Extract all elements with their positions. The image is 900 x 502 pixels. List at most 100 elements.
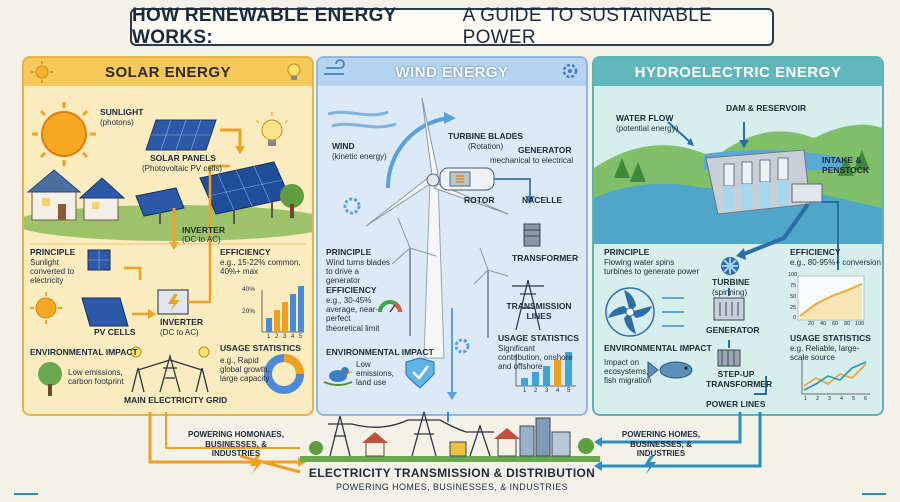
hydro-use-x: 2 — [816, 396, 820, 402]
solar-cell-icon — [87, 249, 111, 271]
hydro-use-x: 3 — [828, 396, 832, 402]
solar-efficiency-chart — [261, 286, 304, 333]
wind-transformer-label: TRANSFORMER — [512, 253, 579, 263]
hydro-use-x: 4 — [840, 396, 844, 402]
shield-check-icon — [405, 357, 435, 389]
solar-inverter-label: INVERTER — [160, 317, 203, 327]
solar-chart-tick: 20% — [242, 308, 256, 315]
sun-small-icon — [30, 292, 62, 324]
solar-principle-text: Sunlight converted to electricity — [30, 258, 75, 286]
hydro-dam-label: DAM & RESERVOIR — [726, 103, 807, 113]
solar-chart-x: 2 — [275, 334, 279, 340]
wind-heading: WIND ENERGY — [318, 58, 586, 86]
solar-sunlight-label: SUNLIGHT — [100, 107, 144, 117]
tree-icon — [38, 362, 62, 396]
title-rest: A GUIDE TO SUSTAINABLE POWER — [462, 5, 713, 48]
wind-chart-x: 5 — [567, 388, 571, 394]
power-pylon-icon — [131, 353, 209, 393]
generator-icon — [713, 297, 745, 321]
wind-gust-icon — [324, 59, 345, 75]
hydro-powerlines-label: POWER LINES — [706, 399, 766, 409]
hydro-intake-label: INTAKE & PENSTOCK — [822, 155, 870, 175]
solar-inverter-top-sub: (DC to AC) — [182, 235, 221, 244]
hydro-use-x: 1 — [804, 396, 808, 402]
hydro-principle-text: Flowing water spins turbines to generate… — [604, 258, 700, 277]
solar-efficiency-text: e.g., 15-22% common, 40%+ max — [220, 258, 301, 277]
wind-sub: (kinetic energy) — [332, 152, 387, 161]
hydro-eff-x: 80 — [844, 321, 851, 327]
solar-chart-tick: 40% — [242, 286, 256, 293]
solar-principle-label: PRINCIPLE — [30, 247, 76, 257]
hydro-use-x: 6 — [864, 396, 868, 402]
powerhouse-building — [791, 183, 823, 203]
transformer-icon — [523, 223, 541, 247]
water-turbine-fan — [605, 287, 655, 337]
wind-env-text: Low emissions, land use — [356, 360, 394, 388]
hydro-eff-tick: 25 — [790, 305, 797, 311]
hydro-use-x: 5 — [852, 396, 856, 402]
background-turbines — [391, 217, 509, 338]
hydro-turbine-sub: (spinning) — [712, 288, 748, 297]
solar-panels-sub: (Photovoltaic PV cells) — [142, 164, 223, 173]
distribution-title: ELECTRICITY TRANSMISSION & DISTRIBUTION — [308, 466, 596, 480]
hydro-turbine-label: TURBINE — [712, 277, 750, 287]
hydro-generator-label: GENERATOR — [706, 325, 760, 335]
wind-efficiency-text: e.g., 30-45% average, near-perfect theor… — [326, 296, 380, 333]
solar-chart-x: 4 — [291, 334, 295, 340]
wind-usage-chart — [515, 352, 576, 387]
wind-generator-sub: mechanical to electrical — [490, 156, 574, 165]
wind-chart-x: 3 — [545, 388, 549, 394]
solar-pv-cells-label: PV CELLS — [94, 327, 136, 337]
hydro-efficiency-text: e.g., 80-95%+ conversion — [790, 258, 881, 267]
hydro-illustration — [594, 121, 882, 395]
hydro-usage-label: USAGE STATISTICS — [790, 333, 871, 343]
wind-blades-label: TURBINE BLADES — [448, 131, 524, 141]
wind-nacelle-label: NACELLE — [522, 195, 563, 205]
city-buildings — [494, 417, 571, 457]
hydro-eff-tick: 75 — [790, 283, 797, 289]
hydro-eff-x: 100 — [855, 321, 865, 327]
solar-chart-x: 3 — [283, 334, 287, 340]
big-sun-icon — [32, 102, 96, 166]
glowing-bulb-icon — [255, 112, 289, 146]
lightbulb-icon — [287, 63, 301, 80]
efficiency-gauge — [378, 300, 402, 313]
page-title: HOW RENEWABLE ENERGY WORKS: A GUIDE TO S… — [130, 5, 774, 48]
wind-env-label: ENVIRONMENTAL IMPACT — [326, 347, 434, 357]
solar-grid-label: MAIN ELECTRICITY GRID — [124, 395, 228, 405]
hydro-principle-label: PRINCIPLE — [604, 247, 650, 257]
solar-heading: SOLAR ENERGY — [24, 58, 312, 86]
generator-nacelle — [439, 167, 495, 191]
turbine-icon — [721, 257, 739, 275]
wind-usage-label: USAGE STATISTICS — [498, 333, 579, 343]
left-powering-label: POWERING HOMONAES, BUSINESSES, & INDUSTR… — [187, 430, 284, 459]
solar-env-text: Low emissions, carbon footprint — [68, 368, 124, 387]
wind-principle-text: Wind turns blades to drive a generator — [326, 258, 391, 286]
solar-inverter-top-label: INVERTER — [182, 225, 225, 235]
dam-illustration — [705, 149, 811, 215]
hydro-eff-x: 60 — [832, 321, 839, 327]
solar-usage-label: USAGE STATISTICS — [220, 343, 301, 353]
transmission-tower-icon — [512, 279, 544, 331]
trees-illustration — [614, 150, 870, 182]
title-bold: HOW RENEWABLE ENERGY WORKS: — [132, 5, 397, 48]
sun-icon — [31, 61, 53, 83]
solar-chart-x: 5 — [299, 334, 303, 340]
right-powering-label: POWERING HOMES, BUSINESSES, & INDUSTRIES — [621, 430, 701, 459]
solar-env-label: ENVIRONMENTAL IMPACT — [30, 347, 138, 357]
hydro-efficiency-chart — [797, 275, 865, 321]
house-illustration — [26, 169, 126, 221]
step-up-transformer-icon — [717, 349, 741, 367]
hydro-efficiency-label: EFFICIENCY — [790, 247, 841, 257]
pv-cell-illustration — [81, 297, 129, 327]
gear-icon — [454, 338, 470, 354]
wind-panel-section: WIND ENERGY — [316, 56, 588, 416]
hydro-env-text: Impact on ecosystems, fish migration — [604, 358, 652, 386]
hydro-env-label: ENVIRONMENTAL IMPACT — [604, 343, 712, 353]
battery-icon — [449, 441, 467, 457]
distribution-illustration — [14, 412, 886, 495]
hydro-panel-section: HYDROELECTRIC ENERGY — [592, 56, 884, 416]
solar-panels-label: SOLAR PANELS — [150, 153, 216, 163]
hydro-eff-tick: 50 — [790, 294, 797, 300]
wind-principle-label: PRINCIPLE — [326, 247, 372, 257]
